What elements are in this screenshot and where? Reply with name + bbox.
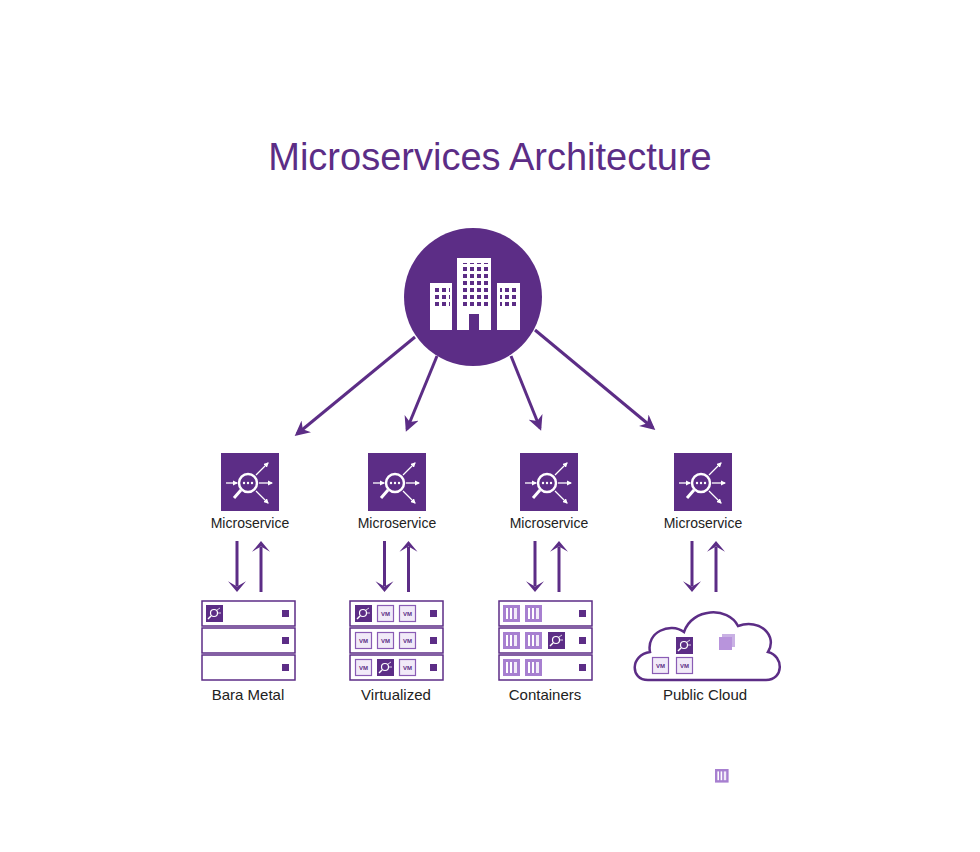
microservice-node: Microservice bbox=[191, 451, 309, 531]
arrow-head bbox=[526, 581, 544, 592]
connector-arrow bbox=[400, 541, 418, 592]
connector-arrow bbox=[376, 541, 394, 592]
platform-node: Virtualized bbox=[332, 598, 460, 703]
node-label: Microservice bbox=[490, 515, 608, 531]
vm-label: VM bbox=[403, 665, 412, 671]
connector-line bbox=[558, 547, 561, 592]
vm-label: VM bbox=[403, 638, 412, 644]
arrow-head bbox=[228, 581, 246, 592]
connector-arrow bbox=[550, 541, 568, 592]
connector-line bbox=[715, 547, 718, 592]
node-label: Containers bbox=[481, 686, 609, 703]
node-label: Microservice bbox=[338, 515, 456, 531]
node-label: Bara Metal bbox=[184, 686, 312, 703]
microservice-node: Microservice bbox=[644, 451, 762, 531]
arrow-head bbox=[252, 541, 270, 552]
vm-label: VM bbox=[381, 611, 390, 617]
vm-label: VM bbox=[680, 663, 689, 669]
connector-line bbox=[383, 541, 386, 586]
microservice-node: Microservice bbox=[338, 451, 456, 531]
node-label: Virtualized bbox=[332, 686, 460, 703]
arrow-head bbox=[707, 541, 725, 552]
arrow-head bbox=[550, 541, 568, 552]
connector-arrow bbox=[526, 541, 544, 592]
node-label: Public Cloud bbox=[626, 686, 784, 703]
arrow-head bbox=[376, 581, 394, 592]
connector-line bbox=[260, 547, 263, 592]
node-label: Microservice bbox=[191, 515, 309, 531]
connector-arrow bbox=[683, 541, 701, 592]
connector-arrow bbox=[228, 541, 246, 592]
vm-label: VM bbox=[656, 663, 665, 669]
platform-node: Public Cloud bbox=[626, 598, 784, 703]
microservice-node: Microservice bbox=[490, 451, 608, 531]
platform-node: Bara Metal bbox=[184, 598, 312, 703]
vm-label: VM bbox=[403, 611, 412, 617]
arrow-head bbox=[683, 581, 701, 592]
connector-line bbox=[691, 541, 694, 586]
vm-label: VM bbox=[381, 638, 390, 644]
arrow-head bbox=[400, 541, 418, 552]
node-label: Microservice bbox=[644, 515, 762, 531]
vm-label: VM bbox=[359, 638, 368, 644]
connector-arrow bbox=[252, 541, 270, 592]
connector-arrow bbox=[707, 541, 725, 592]
platform-node: Containers bbox=[481, 598, 609, 703]
diagram-title: Microservices Architecture bbox=[0, 136, 980, 179]
connector-line bbox=[407, 547, 410, 592]
connector-line bbox=[534, 541, 537, 586]
vm-label: VM bbox=[359, 665, 368, 671]
connector-line bbox=[236, 541, 239, 586]
